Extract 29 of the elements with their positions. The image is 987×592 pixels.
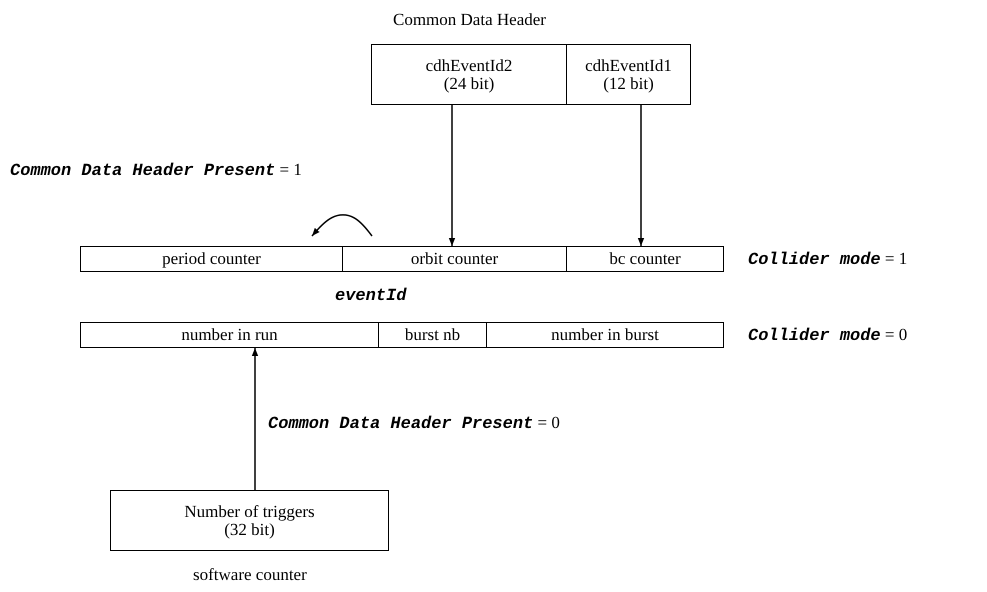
field-box	[80, 246, 343, 272]
field-label: orbit counter	[410, 250, 498, 268]
condition-label: Common Data Header Present = 1	[10, 160, 302, 181]
field-name: eventId	[335, 287, 406, 306]
field-box	[110, 490, 389, 551]
field-box	[486, 322, 724, 348]
condition-label: Collider mode = 1	[748, 249, 908, 270]
field-box	[566, 246, 724, 272]
heading: Common Data Header	[393, 10, 546, 30]
field-label: number in run	[181, 326, 278, 344]
condition-label: Common Data Header Present = 0	[268, 413, 560, 434]
field-box	[342, 246, 567, 272]
field-box	[566, 44, 691, 105]
field-label: burst nb	[404, 326, 460, 344]
arrow	[311, 214, 373, 236]
field-label: period counter	[162, 250, 261, 268]
field-label: cdhEventId2 (24 bit)	[424, 56, 514, 92]
arrow	[638, 105, 644, 246]
field-label: number in burst	[551, 326, 659, 344]
field-box	[371, 44, 567, 105]
arrow	[252, 348, 258, 490]
field-label: bc counter	[609, 250, 681, 268]
caption: software counter	[193, 565, 307, 585]
field-box	[378, 322, 487, 348]
field-box	[80, 322, 379, 348]
field-label: cdhEventId1 (12 bit)	[584, 56, 673, 92]
arrow	[448, 105, 456, 246]
condition-label: Collider mode = 0	[748, 325, 908, 346]
field-label: Number of triggers (32 bit)	[183, 502, 316, 538]
